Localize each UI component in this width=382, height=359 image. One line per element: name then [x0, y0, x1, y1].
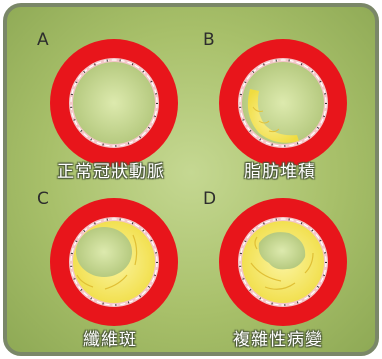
label-letter-b: B [203, 30, 215, 50]
label-letter-a: A [37, 30, 49, 50]
caption-normal-coronary-artery: 正常冠狀動脈 [57, 157, 165, 182]
caption-fibrous-plaque: 纖維斑 [83, 325, 137, 350]
caption-complex-lesion: 複雜性病變 [233, 325, 323, 350]
artery-a-normal [50, 39, 178, 167]
artery-diagram-panel: A B C D 正常冠狀動脈 脂肪堆積 纖維斑 複雜性病變 [3, 3, 379, 356]
artery-c-fibrous [50, 198, 178, 326]
caption-fatty-deposit: 脂肪堆積 [244, 157, 316, 182]
artery-b-fatty [219, 39, 347, 167]
label-letter-d: D [203, 189, 216, 209]
artery-d-complex [219, 198, 347, 326]
label-letter-c: C [37, 189, 49, 209]
